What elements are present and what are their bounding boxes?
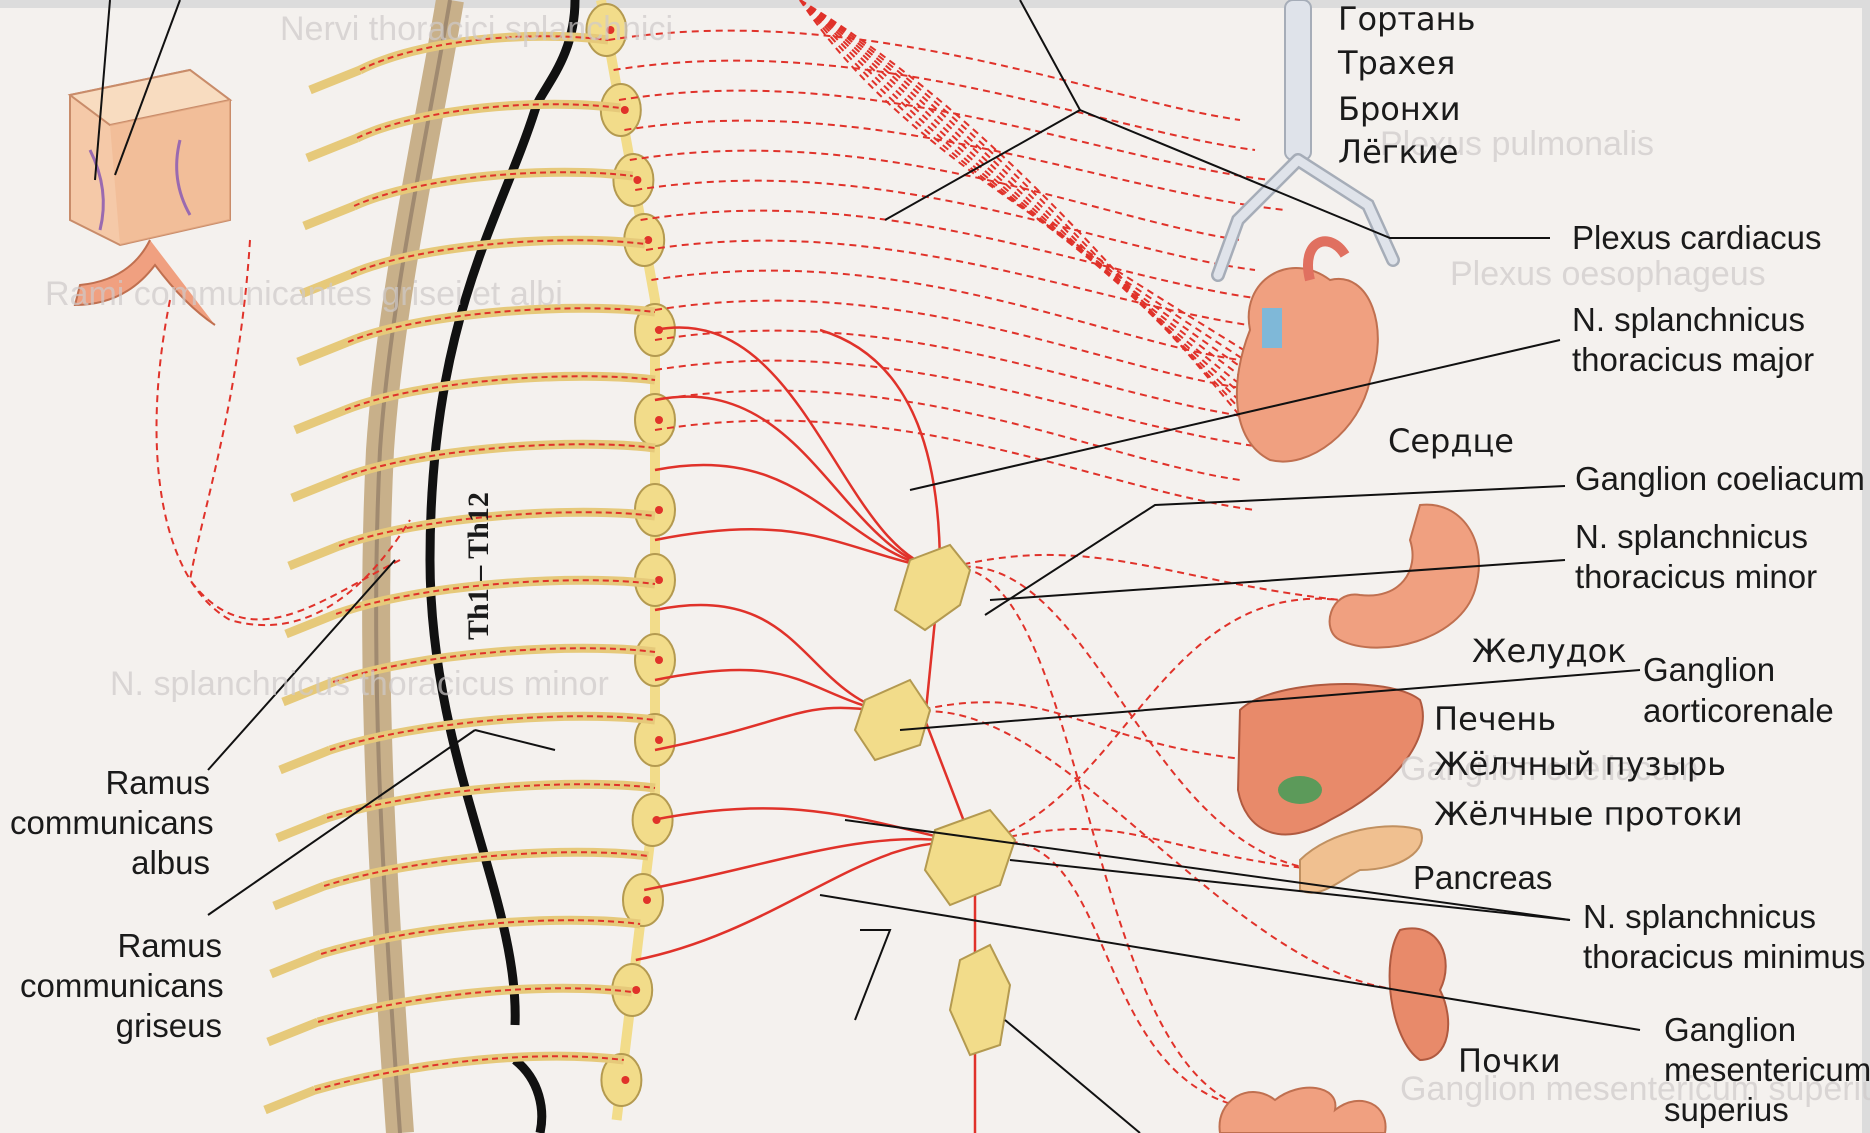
label-n-splanchnicus-minor-line1: N. splanchnicus	[1575, 517, 1808, 557]
label-segment-range: Th1 – Th12	[462, 492, 496, 640]
synapse-dot	[655, 506, 663, 514]
label-kidneys: Почки	[1458, 1042, 1561, 1080]
label-trachea: Трахея	[1338, 44, 1455, 82]
synapse-dot	[643, 896, 651, 904]
synapse-dot	[621, 106, 629, 114]
label-ganglion-aorticorenale-line2: aorticorenale	[1643, 691, 1834, 731]
faded-text: Plexus oesophageus	[1450, 255, 1766, 293]
label-ramus-albus-line3: albus	[80, 843, 210, 883]
synapse-dot	[621, 1076, 629, 1084]
synapse-dot	[655, 656, 663, 664]
label-liver: Печень	[1434, 700, 1556, 738]
faded-text: Rami communicantes grisei et albi	[45, 275, 563, 313]
label-bile-ducts: Жёлчные протоки	[1434, 795, 1743, 833]
label-bronchi: Бронхи	[1338, 90, 1461, 128]
label-n-splanchnicus-minimus-line2: thoracicus minimus	[1583, 937, 1865, 977]
faded-text: Nervi thoracici splanchnici	[280, 10, 673, 48]
faded-text: N. splanchnicus thoracicus minor	[110, 665, 609, 703]
label-ganglion-mesentericum-line3: superius	[1664, 1090, 1789, 1130]
label-n-splanchnicus-major-line2: thoracicus major	[1572, 340, 1814, 380]
synapse-dot	[633, 176, 641, 184]
label-n-splanchnicus-minimus-line1: N. splanchnicus	[1583, 897, 1816, 937]
label-pancreas: Pancreas	[1413, 858, 1552, 898]
label-ramus-griseus-line3: griseus	[80, 1006, 222, 1046]
synapse-dot	[632, 986, 640, 994]
label-ganglion-mesentericum-line2: mesentericum	[1664, 1050, 1870, 1090]
label-larynx: Гортань	[1338, 0, 1475, 38]
label-n-splanchnicus-major-line1: N. splanchnicus	[1572, 300, 1805, 340]
label-ganglion-aorticorenale-line1: Ganglion	[1643, 650, 1775, 690]
label-heart: Сердце	[1388, 422, 1514, 460]
synapse-dot	[655, 576, 663, 584]
label-n-splanchnicus-minor-line2: thoracicus minor	[1575, 557, 1817, 597]
label-ganglion-mesentericum-line1: Ganglion	[1664, 1010, 1796, 1050]
label-gallbladder: Жёлчный пузырь	[1434, 745, 1726, 783]
label-lungs: Лёгкие	[1338, 133, 1458, 171]
label-ramus-griseus-line2: communicans	[20, 966, 222, 1006]
label-stomach: Желудок	[1472, 632, 1627, 670]
label-ramus-albus-line2: communicans	[10, 803, 210, 843]
label-ramus-albus-line1: Ramus	[80, 763, 210, 803]
synapse-dot	[655, 416, 663, 424]
label-ganglion-coeliacum: Ganglion coeliacum	[1575, 459, 1865, 499]
label-plexus-cardiacus: Plexus cardiacus	[1572, 218, 1821, 258]
synapse-dot	[655, 736, 663, 744]
label-ramus-griseus-line1: Ramus	[80, 926, 222, 966]
